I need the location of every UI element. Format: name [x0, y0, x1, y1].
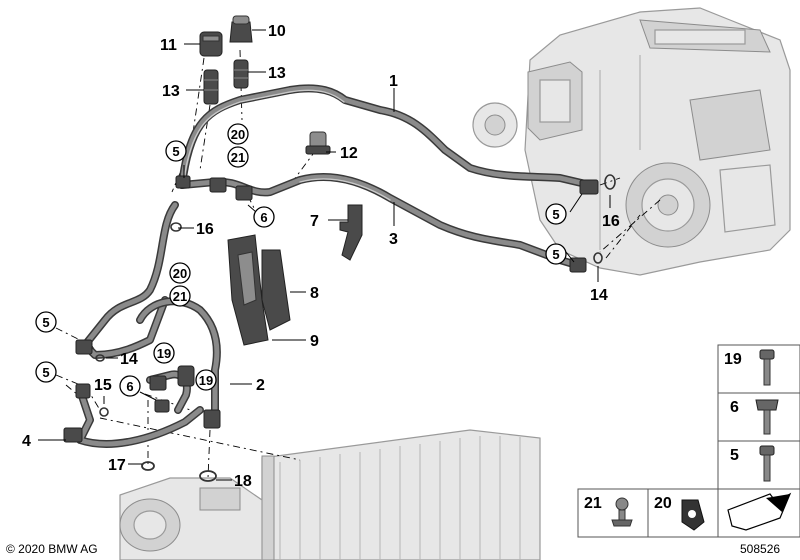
- o-rings: [95, 174, 616, 482]
- connectors: [63, 175, 599, 443]
- copyright-text: © 2020 BMW AG: [6, 542, 98, 556]
- cap-11: [199, 31, 223, 57]
- label-10: 10: [268, 23, 286, 40]
- label-13-right: 13: [268, 65, 286, 82]
- label-3: 3: [389, 231, 398, 248]
- label-5-left-bottom: 5: [42, 365, 49, 380]
- label-18: 18: [234, 473, 252, 490]
- valve-core-13-left: [203, 69, 219, 105]
- label-13-left: 13: [162, 83, 180, 100]
- label-15: 15: [94, 377, 112, 394]
- label-1: 1: [389, 73, 398, 90]
- label-5-right-bottom: 5: [552, 247, 559, 262]
- screw-5-icon: [759, 445, 775, 482]
- shield-9: [227, 234, 269, 346]
- circled-callouts: 5 20 21 6 5 5 20 21 5 5 19 19 6: [35, 123, 567, 397]
- legend-20: 20: [654, 495, 672, 512]
- label-21-mid: 21: [173, 289, 187, 304]
- label-6-top: 6: [260, 210, 267, 225]
- legend-19: 19: [724, 351, 742, 368]
- refrigerant-line-1: [178, 84, 594, 189]
- legend-5: 5: [730, 447, 739, 464]
- label-12: 12: [340, 145, 358, 162]
- part-numbers: 11 10 13 13 12 1 3 7 8 9 2 4 15 14 14 16…: [22, 23, 620, 490]
- label-2: 2: [256, 377, 265, 394]
- label-16-right: 16: [602, 213, 620, 230]
- label-14-right: 14: [590, 287, 608, 304]
- label-19-right: 19: [199, 373, 213, 388]
- label-20-top: 20: [231, 127, 245, 142]
- ball-stud-21-icon: [611, 497, 633, 527]
- bolt-6-icon: [755, 399, 779, 435]
- pressure-sensor-12: [305, 131, 331, 155]
- fastener-legend: 19 6 5 21 20: [577, 344, 800, 538]
- legend-21: 21: [584, 495, 602, 512]
- label-14-left: 14: [120, 351, 138, 368]
- diagram-code: 508526: [740, 542, 780, 556]
- direction-arrow-icon: [727, 492, 792, 531]
- screw-19-icon: [759, 349, 775, 386]
- label-7: 7: [310, 213, 319, 230]
- condenser: [261, 429, 541, 560]
- label-6-bottom: 6: [126, 379, 133, 394]
- callout-lines: [38, 29, 611, 481]
- label-19-left: 19: [157, 346, 171, 361]
- label-20-mid: 20: [173, 266, 187, 281]
- valve-core-13-right: [233, 59, 249, 89]
- label-16-left: 16: [196, 221, 214, 238]
- shield-8: [261, 249, 291, 331]
- label-21-top: 21: [231, 150, 245, 165]
- label-8: 8: [310, 285, 319, 302]
- label-17: 17: [108, 457, 126, 474]
- clip-20-icon: [681, 499, 705, 531]
- hvac-housing: [472, 7, 791, 276]
- label-5-top: 5: [172, 144, 179, 159]
- compressor: [119, 477, 263, 560]
- refrigerant-line-2: [136, 297, 221, 424]
- label-5-right-top: 5: [552, 207, 559, 222]
- cap-10: [229, 15, 253, 43]
- label-11: 11: [160, 37, 177, 54]
- label-9: 9: [310, 333, 319, 350]
- bracket-7: [339, 204, 363, 261]
- legend-6: 6: [730, 399, 739, 416]
- label-4: 4: [22, 433, 31, 450]
- label-5-left-top: 5: [42, 315, 49, 330]
